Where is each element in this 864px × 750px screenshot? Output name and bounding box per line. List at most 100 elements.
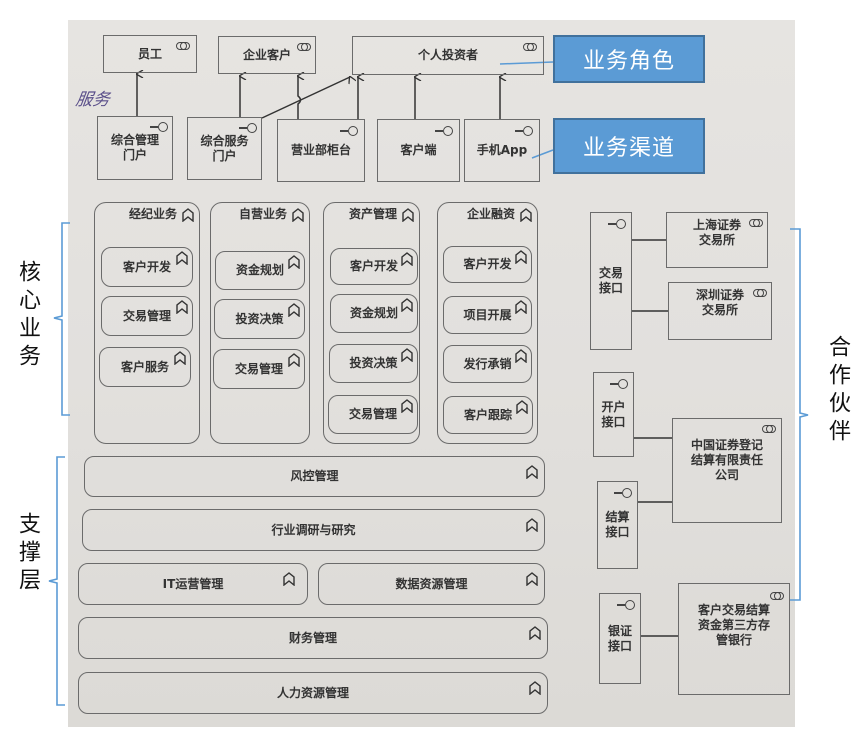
business-function-icon: [515, 349, 527, 363]
side-label-support-layer: 支撑层: [12, 512, 40, 605]
support-label: 人力资源管理: [276, 685, 349, 700]
business-interface-icon: [614, 488, 632, 498]
column-title: 自营业务: [238, 207, 287, 221]
core-column-asset-management: 资产管理: [323, 202, 420, 444]
business-function-icon: [401, 252, 413, 266]
function-item: 项目开展: [443, 296, 532, 334]
partner-label-line1: 客户交易结算: [697, 602, 770, 617]
business-function-icon: [176, 251, 188, 265]
business-function-icon: [516, 400, 528, 414]
support-label: 行业调研与研究: [271, 522, 356, 537]
function-item: 客户服务: [99, 347, 191, 387]
business-function-icon: [526, 518, 538, 532]
channel-label-line2: 门户: [212, 148, 237, 163]
function-item: 资金规划: [215, 251, 305, 290]
function-label: 客户开发: [349, 259, 398, 273]
interface-label-line1: 银证: [607, 623, 632, 638]
business-function-icon: [174, 351, 186, 365]
channel-label-line1: 综合管理: [110, 133, 159, 147]
side-label-partners: 合作伙伴: [822, 335, 850, 456]
business-function-icon: [520, 208, 532, 222]
function-label: 资金规划: [235, 263, 284, 277]
business-function-icon: [526, 572, 538, 586]
function-label: 客户开发: [122, 259, 171, 274]
business-role-icon: [297, 42, 311, 51]
partner-label-line2: 结算有限责任: [690, 453, 763, 467]
business-interface-icon: [340, 126, 358, 136]
support-label: 风控管理: [290, 469, 339, 483]
business-interface-icon: [515, 126, 533, 136]
function-label: 客户跟踪: [463, 407, 512, 422]
side-label-core-business: 核心业务: [12, 260, 40, 381]
function-label: 投资决策: [235, 311, 284, 326]
column-title: 经纪业务: [128, 207, 177, 221]
business-function-icon: [292, 208, 304, 222]
interface-account-opening: 开户 接口: [593, 372, 634, 457]
partner-label-line2: 资金第三方存: [697, 617, 770, 632]
channel-label: 客户端: [400, 143, 437, 157]
interface-label-line1: 交易: [598, 266, 623, 280]
channel-mobile-app: 手机App: [464, 119, 540, 182]
column-title: 企业融资: [466, 207, 515, 221]
interface-label-line1: 开户: [601, 399, 626, 414]
partner-label-line1: 上海证券: [692, 218, 741, 232]
partner-shenzhen-exchange: 深圳证券 交易所: [668, 282, 772, 340]
partner-csdc: 中国证券登记 结算有限责任 公司: [672, 418, 782, 523]
support-it-operations: IT运营管理: [78, 563, 308, 605]
role-individual-investor: 个人投资者: [352, 36, 544, 75]
channel-label: 手机App: [476, 143, 528, 157]
function-label: 客户服务: [120, 359, 169, 374]
support-risk-control: 风控管理: [84, 456, 545, 497]
channel-label: 营业部柜台: [290, 143, 351, 157]
side-label-text: 支撑层: [15, 512, 40, 596]
business-function-icon: [401, 399, 413, 413]
role-label: 企业客户: [242, 47, 291, 62]
interface-settlement: 结算 接口: [597, 481, 638, 569]
support-label: IT运营管理: [162, 576, 224, 591]
business-interface-icon: [610, 379, 628, 389]
function-label: 客户开发: [463, 257, 512, 271]
function-item: 客户跟踪: [443, 396, 533, 434]
core-column-brokerage: 经纪业务: [94, 202, 200, 444]
channel-label-line1: 综合服务: [200, 133, 249, 148]
core-column-proprietary: 自营业务: [210, 202, 310, 444]
side-label-text: 合作伙伴: [825, 335, 850, 447]
partner-label-line1: 中国证券登记: [690, 438, 763, 452]
business-function-icon: [529, 681, 541, 695]
channel-admin-portal: 综合管理 门户: [97, 116, 173, 180]
business-role-icon: [753, 288, 767, 297]
channel-service-portal: 综合服务 门户: [187, 117, 262, 180]
role-employee: 员工: [103, 35, 197, 73]
partner-label-line2: 交易所: [698, 233, 735, 247]
interface-label-line2: 接口: [607, 638, 632, 653]
role-enterprise-customer: 企业客户: [218, 36, 316, 74]
function-label: 交易管理: [234, 361, 283, 376]
business-interface-icon: [435, 126, 453, 136]
business-function-icon: [401, 348, 413, 362]
partner-label-line3: 公司: [714, 468, 739, 482]
function-item: 交易管理: [101, 296, 193, 336]
business-role-icon: [770, 591, 784, 600]
business-function-icon: [288, 303, 300, 317]
business-function-icon: [529, 626, 541, 640]
business-function-icon: [182, 208, 194, 222]
business-function-icon: [515, 250, 527, 264]
business-function-icon: [288, 255, 300, 269]
column-title: 资产管理: [348, 207, 397, 221]
support-label: 数据资源管理: [395, 576, 468, 591]
partner-shanghai-exchange: 上海证券 交易所: [666, 212, 768, 268]
business-role-icon: [762, 424, 776, 433]
partner-label-line2: 交易所: [701, 303, 738, 317]
business-function-icon: [402, 208, 414, 222]
function-item: 发行承销: [443, 345, 532, 383]
function-item: 投资决策: [329, 344, 418, 383]
business-function-icon: [401, 298, 413, 312]
business-function-icon: [176, 300, 188, 314]
business-role-icon: [523, 42, 537, 51]
function-label: 发行承销: [463, 356, 512, 371]
interface-bank-securities: 银证 接口: [599, 593, 641, 684]
function-item: 客户开发: [101, 247, 193, 287]
function-item: 资金规划: [330, 294, 418, 333]
channel-branch-counter: 营业部柜台: [277, 119, 365, 182]
